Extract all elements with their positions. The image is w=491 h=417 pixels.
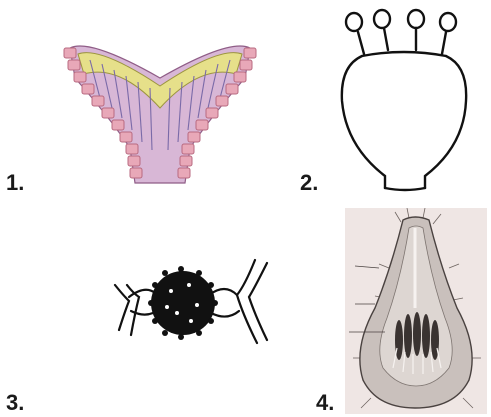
figure-4-label: 4. (316, 392, 334, 414)
figure-4-perithecium (345, 208, 487, 414)
figure-3-zygospore (105, 255, 270, 350)
figure-1-label: 1. (6, 172, 24, 194)
figure-3-label: 3. (6, 392, 24, 414)
apothecium-illustration (60, 38, 260, 188)
figure-2-label: 2. (300, 172, 318, 194)
zygospore-illustration (105, 255, 270, 350)
perithecium-illustration (345, 208, 487, 414)
basidium-illustration (330, 6, 480, 196)
figure-2-basidium (330, 6, 480, 196)
figure-1-apothecium (60, 38, 260, 188)
